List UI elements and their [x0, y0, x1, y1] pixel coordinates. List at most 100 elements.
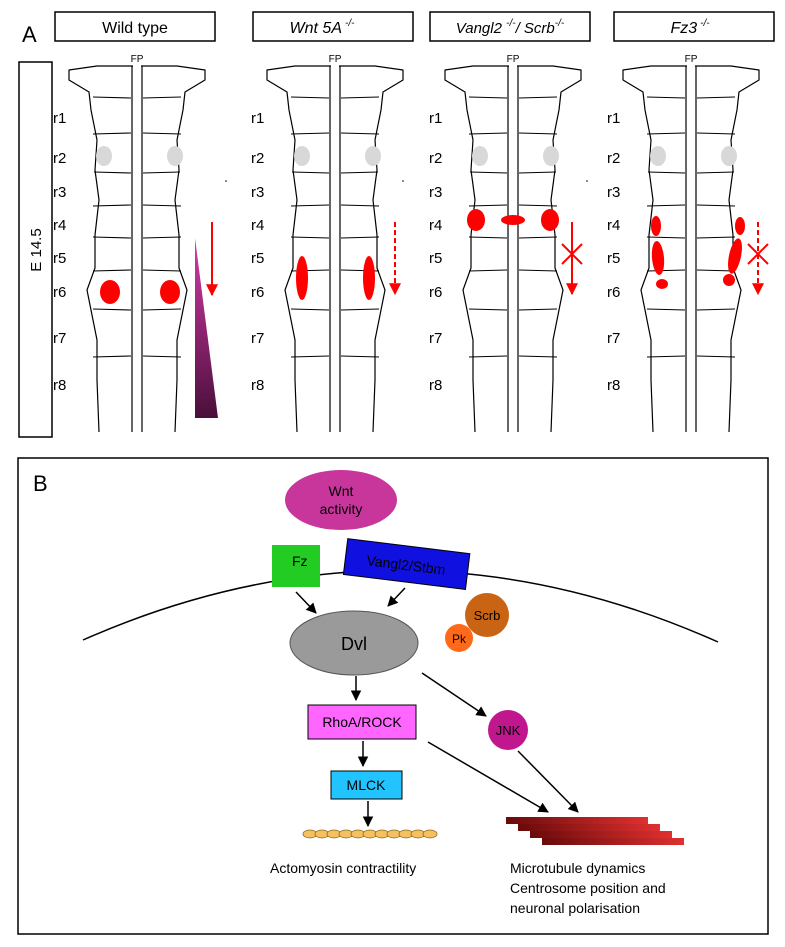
jnk-node: JNK	[488, 710, 528, 750]
early-nucleus	[167, 146, 183, 166]
marker-dot	[402, 180, 404, 182]
rhombomere-label: r2	[251, 150, 264, 167]
scrb-node: Scrb	[465, 593, 509, 637]
midline-nucleus	[501, 215, 525, 225]
panel-b-letter: B	[33, 471, 48, 496]
rhombomere-label: r3	[53, 184, 66, 201]
rhombomere-label: r3	[251, 184, 264, 201]
pathway-arrows	[295, 587, 579, 828]
microtubule-filaments	[506, 817, 684, 845]
early-nucleus	[96, 146, 112, 166]
svg-text:Wnt 5A-/-: Wnt 5A-/-	[290, 18, 356, 37]
wnt-activity-node: Wnt activity	[285, 470, 397, 530]
rhombomere-label: r1	[251, 110, 264, 127]
early-nucleus	[543, 146, 559, 166]
column-title-wnt5a: Wnt 5A-/-	[252, 11, 414, 42]
facial-nucleus	[467, 209, 485, 231]
early-nucleus	[365, 146, 381, 166]
rhombomere-label: r4	[429, 217, 442, 234]
rhombomere-label: r8	[53, 377, 66, 394]
panel-a-letter: A	[22, 22, 37, 47]
facial-nucleus	[735, 217, 745, 235]
facial-nucleus	[541, 209, 559, 231]
facial-nucleus	[651, 241, 665, 275]
hindbrain-diagrams: FP r1 r2 r3 r4 r5 r6 r7 r8 FP r1 r2 r3 r4 r5 r6 r7 r8 FP r1…	[53, 54, 760, 433]
svg-text:Fz3-/-: Fz3-/-	[670, 18, 710, 37]
rhombomere-label: r5	[607, 250, 620, 267]
rhombomere-label: r1	[53, 110, 66, 127]
facial-nucleus	[656, 279, 668, 289]
microtubule-label-1: Microtubule dynamics	[510, 860, 645, 876]
rhombomere-label: r8	[429, 377, 442, 394]
rhombomere-label: r6	[429, 284, 442, 301]
myosin-bead	[422, 829, 438, 839]
svg-text:Vangl2 -/-/ Scrb-/-: Vangl2 -/-/ Scrb-/-	[456, 18, 565, 37]
migration-arrow-vangl2-blocked	[561, 222, 583, 296]
early-nucleus	[650, 146, 666, 166]
microtubule-label-3: neuronal polarisation	[510, 900, 640, 916]
facial-nucleus	[296, 256, 308, 300]
rhombomere-label: r1	[429, 110, 442, 127]
stage-label: E 14.5	[28, 228, 45, 271]
rhombomere-label: r5	[251, 250, 264, 267]
facial-nucleus	[723, 274, 735, 286]
floor-plate-label: FP	[329, 54, 342, 65]
rhombomere-label: r7	[429, 330, 442, 347]
rhombomere-label: r2	[429, 150, 442, 167]
rhombomere-label: r7	[251, 330, 264, 347]
rhombomere-label: r4	[251, 217, 264, 234]
rhombomere-label: r6	[53, 284, 66, 301]
rhombomere-label: r4	[607, 217, 620, 234]
rhombomere-label: r6	[607, 284, 620, 301]
column-title-wild-type: Wild type	[54, 11, 216, 42]
panel-b-frame	[17, 457, 769, 935]
marker-dot	[225, 180, 227, 182]
svg-text:Wnt: Wnt	[329, 483, 354, 499]
svg-text:JNK: JNK	[496, 723, 521, 738]
rhombomere-label: r3	[429, 184, 442, 201]
rhombomere-label: r2	[53, 150, 66, 167]
svg-text:activity: activity	[320, 501, 363, 517]
hindbrain-3: FP r1 r2 r3 r4 r5 r6 r7 r8	[429, 54, 582, 433]
dvl-node: Dvl	[289, 610, 419, 676]
rhombomere-label: r4	[53, 217, 66, 234]
column-title-vangl2-scrb: Vangl2 -/-/ Scrb-/-	[429, 11, 591, 42]
early-nucleus	[721, 146, 737, 166]
rhombomere-label: r7	[53, 330, 66, 347]
svg-text:RhoA/ROCK: RhoA/ROCK	[322, 714, 402, 730]
fz-node: Fz	[272, 545, 320, 587]
svg-text:Dvl: Dvl	[341, 634, 367, 654]
floor-plate-label: FP	[507, 54, 520, 65]
wnt-gradient-wedge	[195, 238, 218, 418]
facial-nucleus	[728, 238, 742, 274]
column-title-fz3: Fz3-/-	[613, 11, 775, 42]
vangl2-node: Vangl2/Stbm	[342, 538, 471, 590]
early-nucleus	[294, 146, 310, 166]
facial-nucleus	[100, 280, 120, 304]
microtubule-label-2: Centrosome position and	[510, 880, 666, 896]
svg-text:Scrb: Scrb	[474, 608, 501, 623]
floor-plate-label: FP	[685, 54, 698, 65]
mlck-node: MLCK	[330, 770, 403, 800]
migration-arrow-fz3-blocked	[747, 222, 769, 296]
pk-node: Pk	[445, 624, 473, 652]
stage-label-box: E 14.5	[18, 61, 53, 438]
rhombomere-label: r2	[607, 150, 620, 167]
rhombomere-label: r8	[251, 377, 264, 394]
early-nucleus	[472, 146, 488, 166]
facial-nucleus	[363, 256, 375, 300]
actomyosin-beads	[302, 829, 438, 839]
facial-nucleus	[651, 216, 661, 236]
rhombomere-label: r5	[429, 250, 442, 267]
facial-nucleus	[160, 280, 180, 304]
svg-text:Wild type: Wild type	[102, 20, 168, 37]
rhoa-rock-node: RhoA/ROCK	[307, 704, 417, 740]
svg-text:Pk: Pk	[452, 632, 467, 646]
rhombomere-label: r5	[53, 250, 66, 267]
svg-text:MLCK: MLCK	[347, 777, 387, 793]
rhombomere-label: r1	[607, 110, 620, 127]
